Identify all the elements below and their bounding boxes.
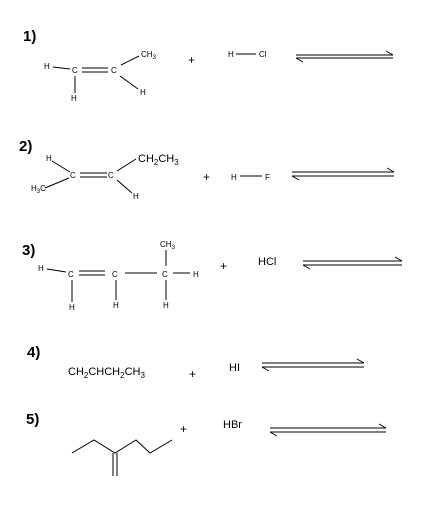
reaction-1-reagent-x: Cl [259,50,267,59]
reaction-1-plus: + [188,53,195,67]
reaction-2-atom-c2: C [108,171,114,180]
reaction-4-reactant-formula: CH2CHCH2CH3 [68,366,145,380]
reaction-3-bond-h-c1 [46,268,67,273]
reaction-1-atom-c2: C [111,66,117,75]
reaction-4: 4) CH2CHCH2CH3 + HI [27,344,365,381]
reaction-5-skeletal-structure [71,439,173,476]
reaction-5-number: 5) [26,411,39,428]
reaction-1-bond-c2-h [119,75,139,90]
reaction-1-atom-h-bottom-left: H [71,94,77,103]
reaction-3-atom-h-c3: H [163,301,169,310]
reaction-3-atom-c3: C [162,270,168,279]
reaction-2-atom-ethyl: CH2CH3 [138,153,179,167]
reaction-2-reagent-x: F [265,173,270,182]
reaction-1-atom-c1: C [72,66,78,75]
reaction-3-atom-ch3: CH3 [160,240,176,251]
reaction-5-plus: + [180,422,187,436]
reaction-3-reagent: HCl [258,256,276,268]
reaction-5-equilibrium-arrow [269,423,387,437]
reaction-1: 1) H C C CH3 H H + H Cl [23,28,394,103]
reaction-3: 3) H C C C CH3 H H H H + HCl [22,240,403,312]
reaction-3-atom-c2: C [112,270,118,279]
reaction-3-number: 3) [22,242,35,259]
reaction-1-atom-h-left: H [44,62,50,71]
reaction-2: 2) H C C H3C CH2CH3 H + H F [19,138,395,201]
reaction-5: 5) + HBr [26,411,387,476]
reaction-3-atom-h-c1: H [69,303,75,312]
reaction-2-atom-h3c: H3C [31,184,46,195]
reaction-2-atom-c1: C [70,171,76,180]
reaction-1-number: 1) [23,28,36,45]
reaction-2-reagent-h: H [231,173,237,182]
reaction-4-reagent: HI [229,362,240,374]
reaction-3-atom-c1: C [68,270,74,279]
reaction-2-number: 2) [19,138,32,155]
reaction-3-atom-h-c2: H [113,301,119,310]
reaction-2-plus: + [203,170,210,184]
reaction-3-equilibrium-arrow [302,256,403,270]
reaction-5-reagent: HBr [223,419,242,431]
reaction-2-bond-c2-h [116,179,133,194]
reaction-1-equilibrium-arrow [295,50,394,63]
reaction-3-atom-h-right: H [193,270,199,279]
reaction-1-atom-ch3: CH3 [141,50,157,61]
reaction-4-equilibrium-arrow [261,358,365,372]
reaction-3-atom-h-left: H [38,264,44,273]
reaction-2-bond-c2-ethyl [116,158,137,172]
reaction-2-atom-h-bottom: H [133,192,139,201]
reaction-2-bond-h3c-c1 [44,177,70,189]
reaction-2-equilibrium-arrow [291,167,395,181]
reaction-2-atom-h-top: H [46,154,52,163]
reaction-4-number: 4) [27,344,40,361]
reaction-1-bond-h-c1 [52,66,71,70]
reaction-2-bond-h-c1 [51,160,71,173]
reaction-4-plus: + [189,367,196,381]
reaction-1-bond-c2-ch3 [120,55,140,66]
reaction-3-plus: + [220,259,227,273]
reaction-1-atom-h-bottom-right: H [140,88,146,97]
reaction-1-reagent-h: H [228,50,234,59]
